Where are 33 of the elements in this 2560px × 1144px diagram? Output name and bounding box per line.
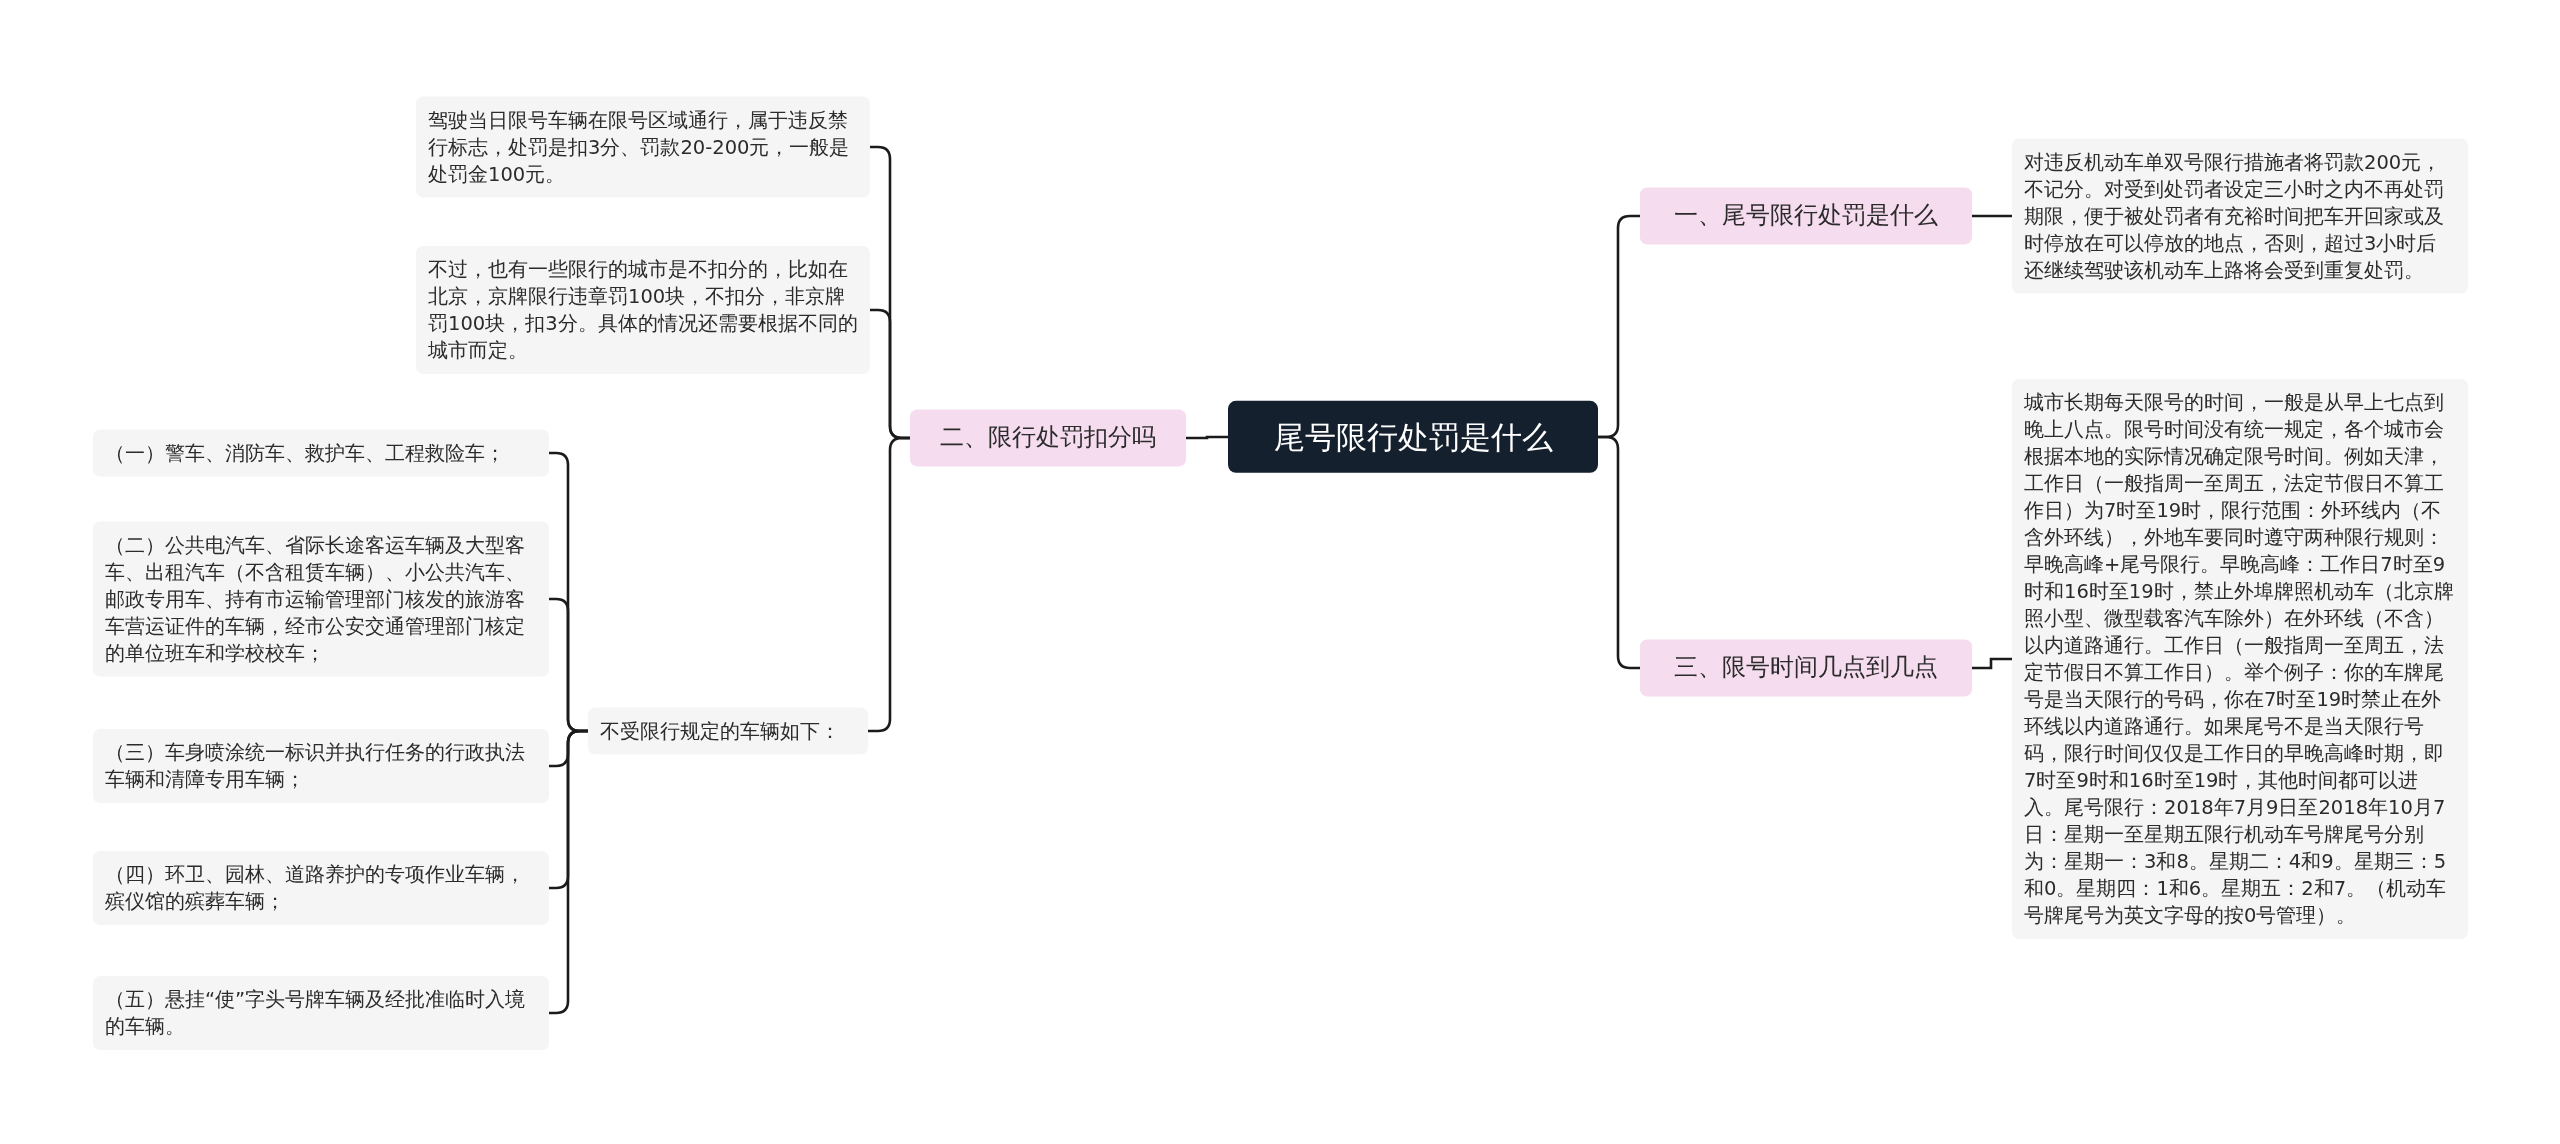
- node-text: （五）悬挂“使”字头号牌车辆及经批准临时入境的车辆。: [105, 988, 526, 1038]
- node-text: （三）车身喷涂统一标识并执行任务的行政执法车辆和清障专用车辆；: [105, 741, 525, 791]
- connector-line: [1972, 657, 2012, 670]
- topic-box: [1640, 187, 1972, 245]
- node-text: 三、限号时间几点到几点: [1674, 653, 1938, 682]
- node-text: 不受限行规定的车辆如下：: [600, 719, 840, 743]
- node-text: 不过，也有一些限行的城市是不扣分的，比如在北京，京牌限行违章罚100块，不扣分，非京牌罚100块，扣3分。具体的情况还需要根据不同的城市而定。: [428, 258, 858, 362]
- note-box: [93, 521, 549, 677]
- note-box: [93, 429, 549, 477]
- node-text: 一、尾号限行处罚是什么: [1674, 201, 1938, 230]
- note-box: [2012, 138, 2468, 294]
- node-text: （二）公共电汽车、省际长途客运车辆及大型客车、出租汽车（不含租赁车辆）、小公共汽车、邮政专用车、持有市运输管理部门核发的旅游客车营运证件的车辆，经市公安交通管理部门核定的单位班车和学校校车；: [105, 533, 525, 665]
- connector-line: [549, 729, 588, 1015]
- note-box: [588, 707, 868, 755]
- topic-box: [1640, 639, 1972, 697]
- node-text: （一）警车、消防车、救护车、工程救险车；: [105, 441, 505, 465]
- node-text: 对违反机动车单双号限行措施者将罚款200元，不记分。对受到处罚者设定三小时之内不再处罚期限，便于被处罚者有充裕时间把车开回家或及时停放在可以停放的地点，否则，超过3小时后还继续驾驶该机动车上路将会受到重复处罚。: [2024, 150, 2444, 282]
- node-text: 尾号限行处罚是什么: [1273, 418, 1553, 455]
- node-text: 驾驶当日限号车辆在限号区域通行，属于违反禁行标志，处罚是扣3分、罚款20-200元，一般是处罚金100元。: [428, 108, 850, 186]
- connector-line: [1598, 435, 1640, 670]
- connector-line: [1186, 435, 1228, 440]
- connector-line: [868, 436, 910, 733]
- note-box: [416, 246, 870, 374]
- node-text: 二、限行处罚扣分吗: [940, 423, 1156, 452]
- root-topic-box: [1228, 400, 1598, 474]
- note-box: [93, 851, 549, 925]
- node-text: （四）环卫、园林、道路养护的专项作业车辆，殡仪馆的殡葬车辆；: [105, 863, 525, 913]
- topic-box: [910, 409, 1186, 467]
- note-box: [93, 976, 549, 1050]
- node-text: 城市长期每天限号的时间，一般是从早上七点到晚上八点。限号时间没有统一规定，各个城市会根据本地的实际情况确定限号时间。例如天津，工作日（一般指周一至周五，法定节假日不算工作日）为7时至19时，限行范围：外环线内（不含外环线），外地车要同时遵守两种限行规则：早晚高峰+尾号限行。早晚高峰：工作日7时至9时和16时至19时，禁止外埠牌照机动车（北京牌照小型、微型载客汽车除外）在外环线（不含）以内道路通行。工作日（一般指周一至周五，法定节假日不算工作日）。举个例子：你的车牌尾号是当天限行的号码，你在7时至19时禁止在外环线以内道路通行。如果尾号不是当天限行号码，限行时间仅仅是工作日的早晚高峰时期，即7时至9时和16时至19时，其他时间都可以进入。尾号限行：2018年7月9日至2018年10月7日：星期一至星期五限行机动车号牌尾号分别为：星期一：3和8。星期二：4和9。星期三：5和0。星期四：1和6。星期五：2和7。（机动车号牌尾号为英文字母的按0号管理）。: [2024, 391, 2454, 927]
- note-box: [416, 96, 870, 198]
- connector-line: [1972, 214, 2012, 218]
- note-box: [93, 729, 549, 803]
